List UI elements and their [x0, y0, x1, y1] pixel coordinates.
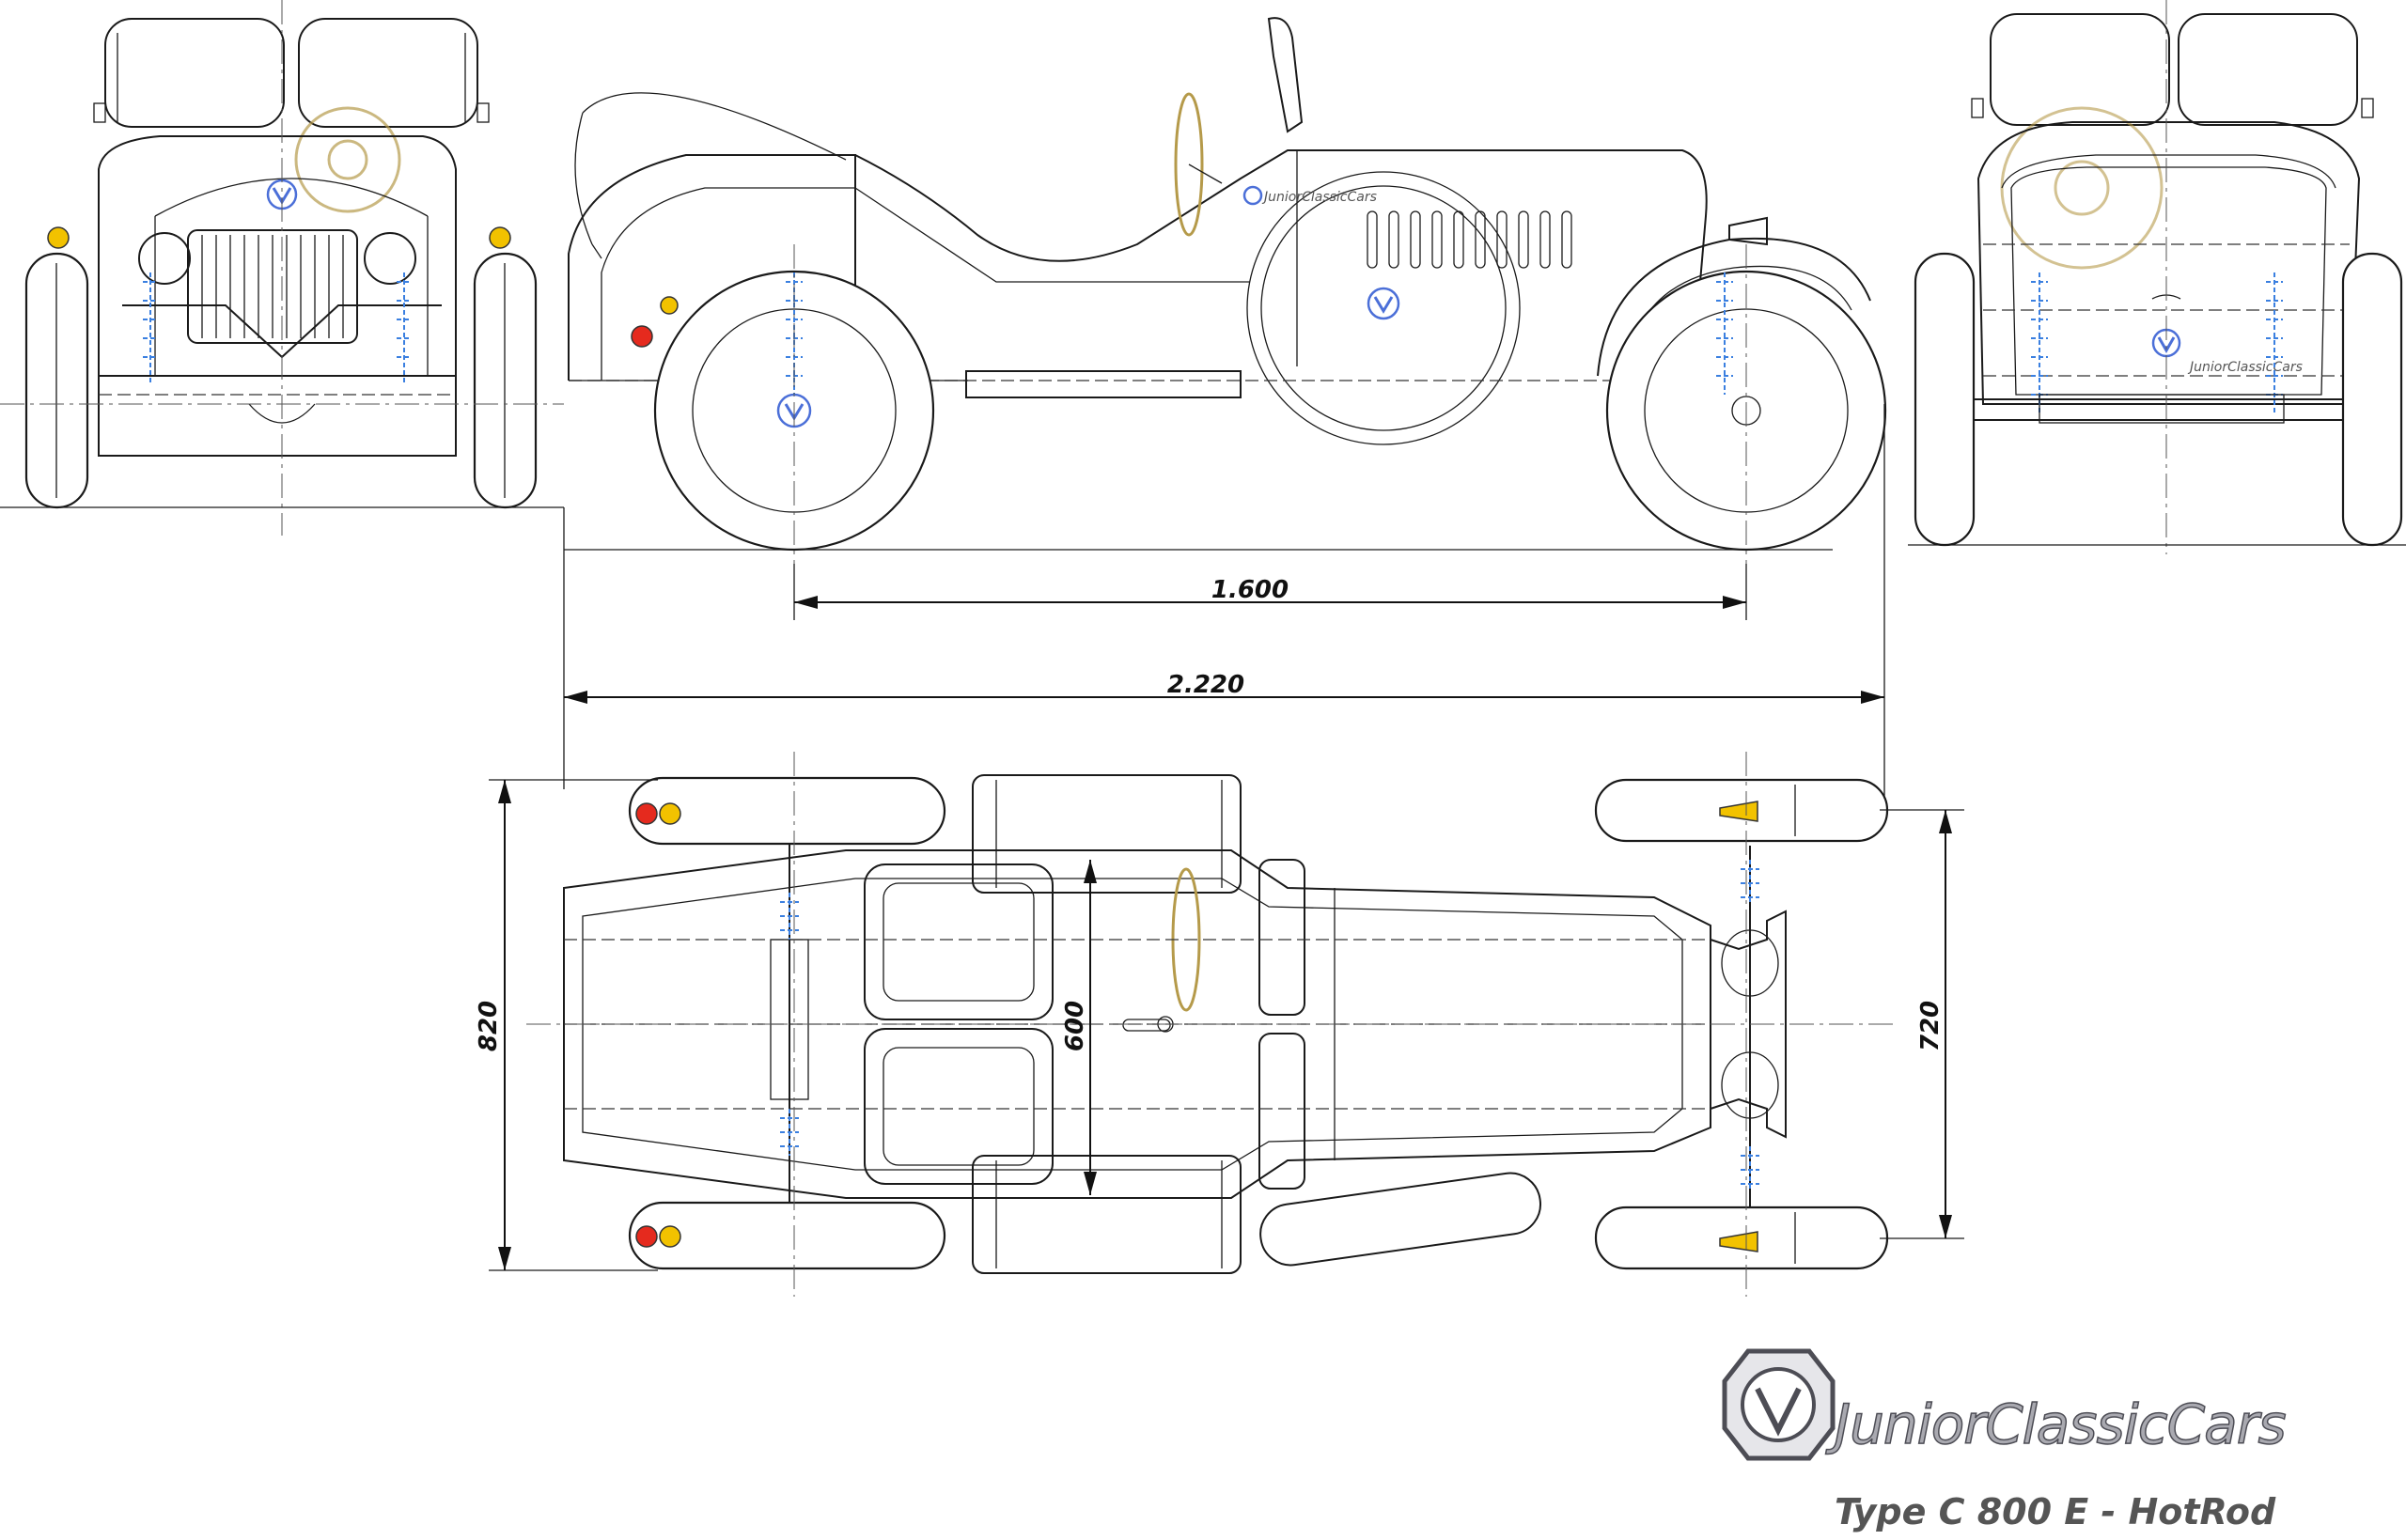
side-badge-text: JuniorClassicCars [1261, 190, 1377, 205]
top-view [526, 752, 1898, 1297]
model-title: Type C 800 E - HotRod [1835, 1491, 2276, 1532]
side-view: JuniorClassicCars [564, 17, 1887, 620]
dimension-lines [489, 404, 1964, 1271]
front-view [0, 0, 564, 536]
track-dimension-label: 720 [1916, 1001, 1945, 1051]
brand-logo [1722, 1348, 1836, 1461]
seat-width-dimension-label: 600 [1061, 1001, 1089, 1051]
rear-view: JuniorClassicCars [1908, 0, 2406, 554]
brand-name: JuniorClassicCars [1825, 1392, 2286, 1456]
wheelbase-dimension-label: 1.600 [1211, 576, 1289, 604]
length-dimension-label: 2.220 [1167, 671, 1244, 699]
width-dimension-label: 820 [475, 1001, 503, 1051]
rear-badge-text: JuniorClassicCars [2187, 360, 2303, 375]
